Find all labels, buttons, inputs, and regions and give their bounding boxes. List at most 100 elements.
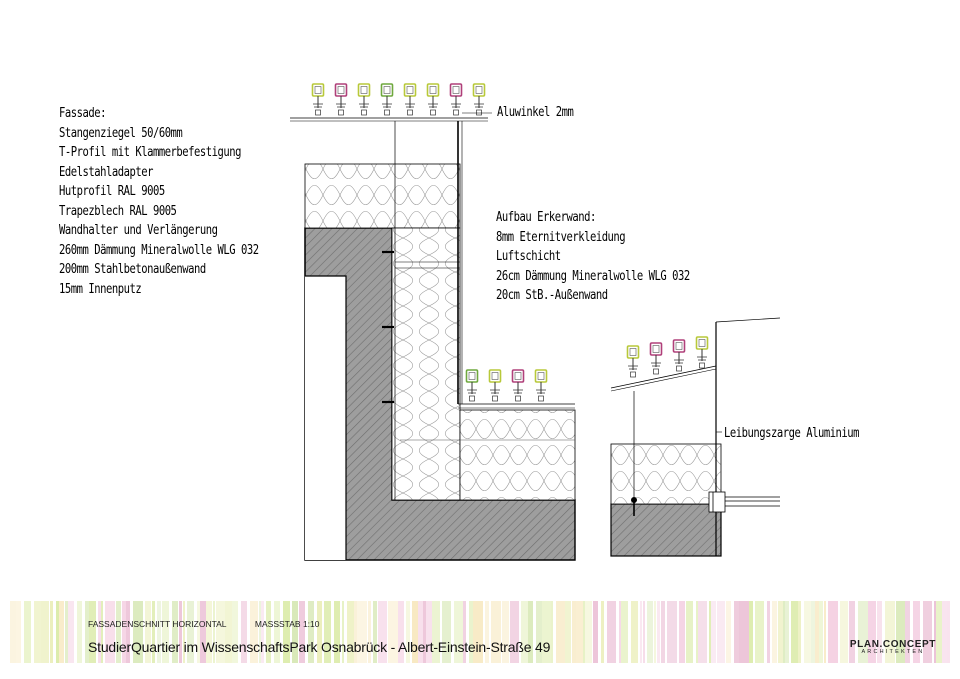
stripe [772, 601, 777, 663]
stripe [225, 601, 232, 663]
note-line: Aufbau Erkerwand: [496, 209, 596, 225]
stripe [619, 601, 621, 663]
stripe [116, 601, 121, 663]
stripe [542, 601, 551, 663]
insulation-vertical [391, 227, 461, 501]
stripe [502, 601, 509, 663]
note-line: Fassade: [59, 105, 106, 121]
stripe [89, 601, 96, 663]
stripe [913, 601, 920, 663]
stripe [368, 601, 371, 663]
stripe [216, 601, 225, 663]
wall-anchors [382, 250, 394, 404]
stripe [942, 601, 947, 663]
reveal-sloped-rail [610, 365, 717, 389]
stripe [283, 601, 290, 663]
stripe [197, 601, 200, 663]
stripe [398, 601, 404, 663]
stripe [41, 601, 49, 663]
drawing-scale: MASSSTAB 1:10 [254, 619, 320, 629]
aluwinkel-label: Aluwinkel 2mm [497, 104, 574, 120]
stripe [947, 601, 950, 663]
stripe [679, 601, 685, 663]
stripe [334, 601, 340, 663]
stripe [101, 601, 103, 663]
plan-concept-logo: PLAN.CONCEPT ARCHITEKTEN [850, 639, 936, 655]
note-line: 26cm Dämmung Mineralwolle WLG 032 [496, 267, 690, 284]
stripe [661, 601, 665, 663]
stripe [10, 601, 16, 663]
stripe [133, 601, 143, 663]
note-line: 260mm Dämmung Mineralwolle WLG 032 [59, 241, 259, 258]
stripe [68, 601, 74, 663]
reveal-insulation [610, 443, 722, 505]
stripe [423, 601, 426, 663]
note-line: Edelstahladapter [59, 163, 153, 180]
stripe [896, 601, 905, 663]
stripe [412, 601, 418, 663]
tile-row-reveal [626, 336, 709, 378]
logo-subtext: ARCHITEKTEN [861, 649, 925, 655]
bay-wall-notes: Aufbau Erkerwand: 8mm Eternitverkleidung… [496, 208, 690, 306]
note-line: Luftschicht [496, 248, 561, 264]
stripe [936, 601, 942, 663]
stripe [56, 601, 59, 663]
reveal-frame-edge [715, 317, 781, 323]
stripe [105, 601, 115, 663]
stripe [698, 601, 707, 663]
title-block: FASSADENSCHNITT HORIZONTAL MASSSTAB 1:10… [10, 601, 950, 663]
stripe [551, 601, 553, 663]
stripe [739, 601, 749, 663]
stripe [696, 601, 698, 663]
stripe [778, 601, 783, 663]
stripe [162, 601, 169, 663]
stripe [342, 601, 344, 663]
stripe [266, 601, 271, 663]
stripe [432, 601, 440, 663]
drawing-type: FASSADENSCHNITT HORIZONTAL [88, 619, 227, 629]
stripe [274, 601, 280, 663]
stripe [442, 601, 451, 663]
stripe [232, 601, 238, 663]
stripe [824, 601, 826, 663]
stripe [145, 601, 151, 663]
logo-text: PLAN.CONCEPT [849, 639, 936, 650]
stripe [426, 601, 432, 663]
stripe [152, 601, 155, 663]
stripe [585, 601, 592, 663]
note-line: 15mm Innenputz [59, 280, 142, 297]
stripe [317, 601, 322, 663]
stripe [347, 601, 354, 663]
stripe [654, 601, 656, 663]
stripe [923, 601, 932, 663]
stripe [828, 601, 838, 663]
facade-notes: Fassade: Stangenziegel 50/60mm T-Profil … [59, 104, 259, 299]
stripe [200, 601, 206, 663]
stripe [16, 601, 21, 663]
stripe [755, 601, 764, 663]
project-title: StudierQuartier im WissenschaftsPark Osn… [88, 639, 551, 655]
stripe [373, 601, 377, 663]
stripe [819, 601, 823, 663]
insulation-bottom [459, 409, 576, 501]
note-line: T-Profil mit Klammerbefestigung [59, 144, 242, 160]
insulation-top [304, 163, 461, 229]
stripe [213, 601, 215, 663]
stripe [206, 601, 212, 663]
stripe [640, 601, 642, 663]
stripe [50, 601, 53, 663]
note-line: 20cm StB.-Außenwand [496, 287, 608, 303]
stripe [250, 601, 258, 663]
stripe [98, 601, 101, 663]
stripe [521, 601, 528, 663]
note-line: Stangenziegel 50/60mm [59, 124, 183, 141]
stripe [59, 601, 64, 663]
stripe [631, 601, 638, 663]
stripe [418, 601, 423, 663]
room-void [305, 276, 346, 560]
stripe [657, 601, 660, 663]
stripe [601, 601, 604, 663]
stripe [357, 601, 367, 663]
stripe [510, 601, 519, 663]
stripe [354, 601, 357, 663]
